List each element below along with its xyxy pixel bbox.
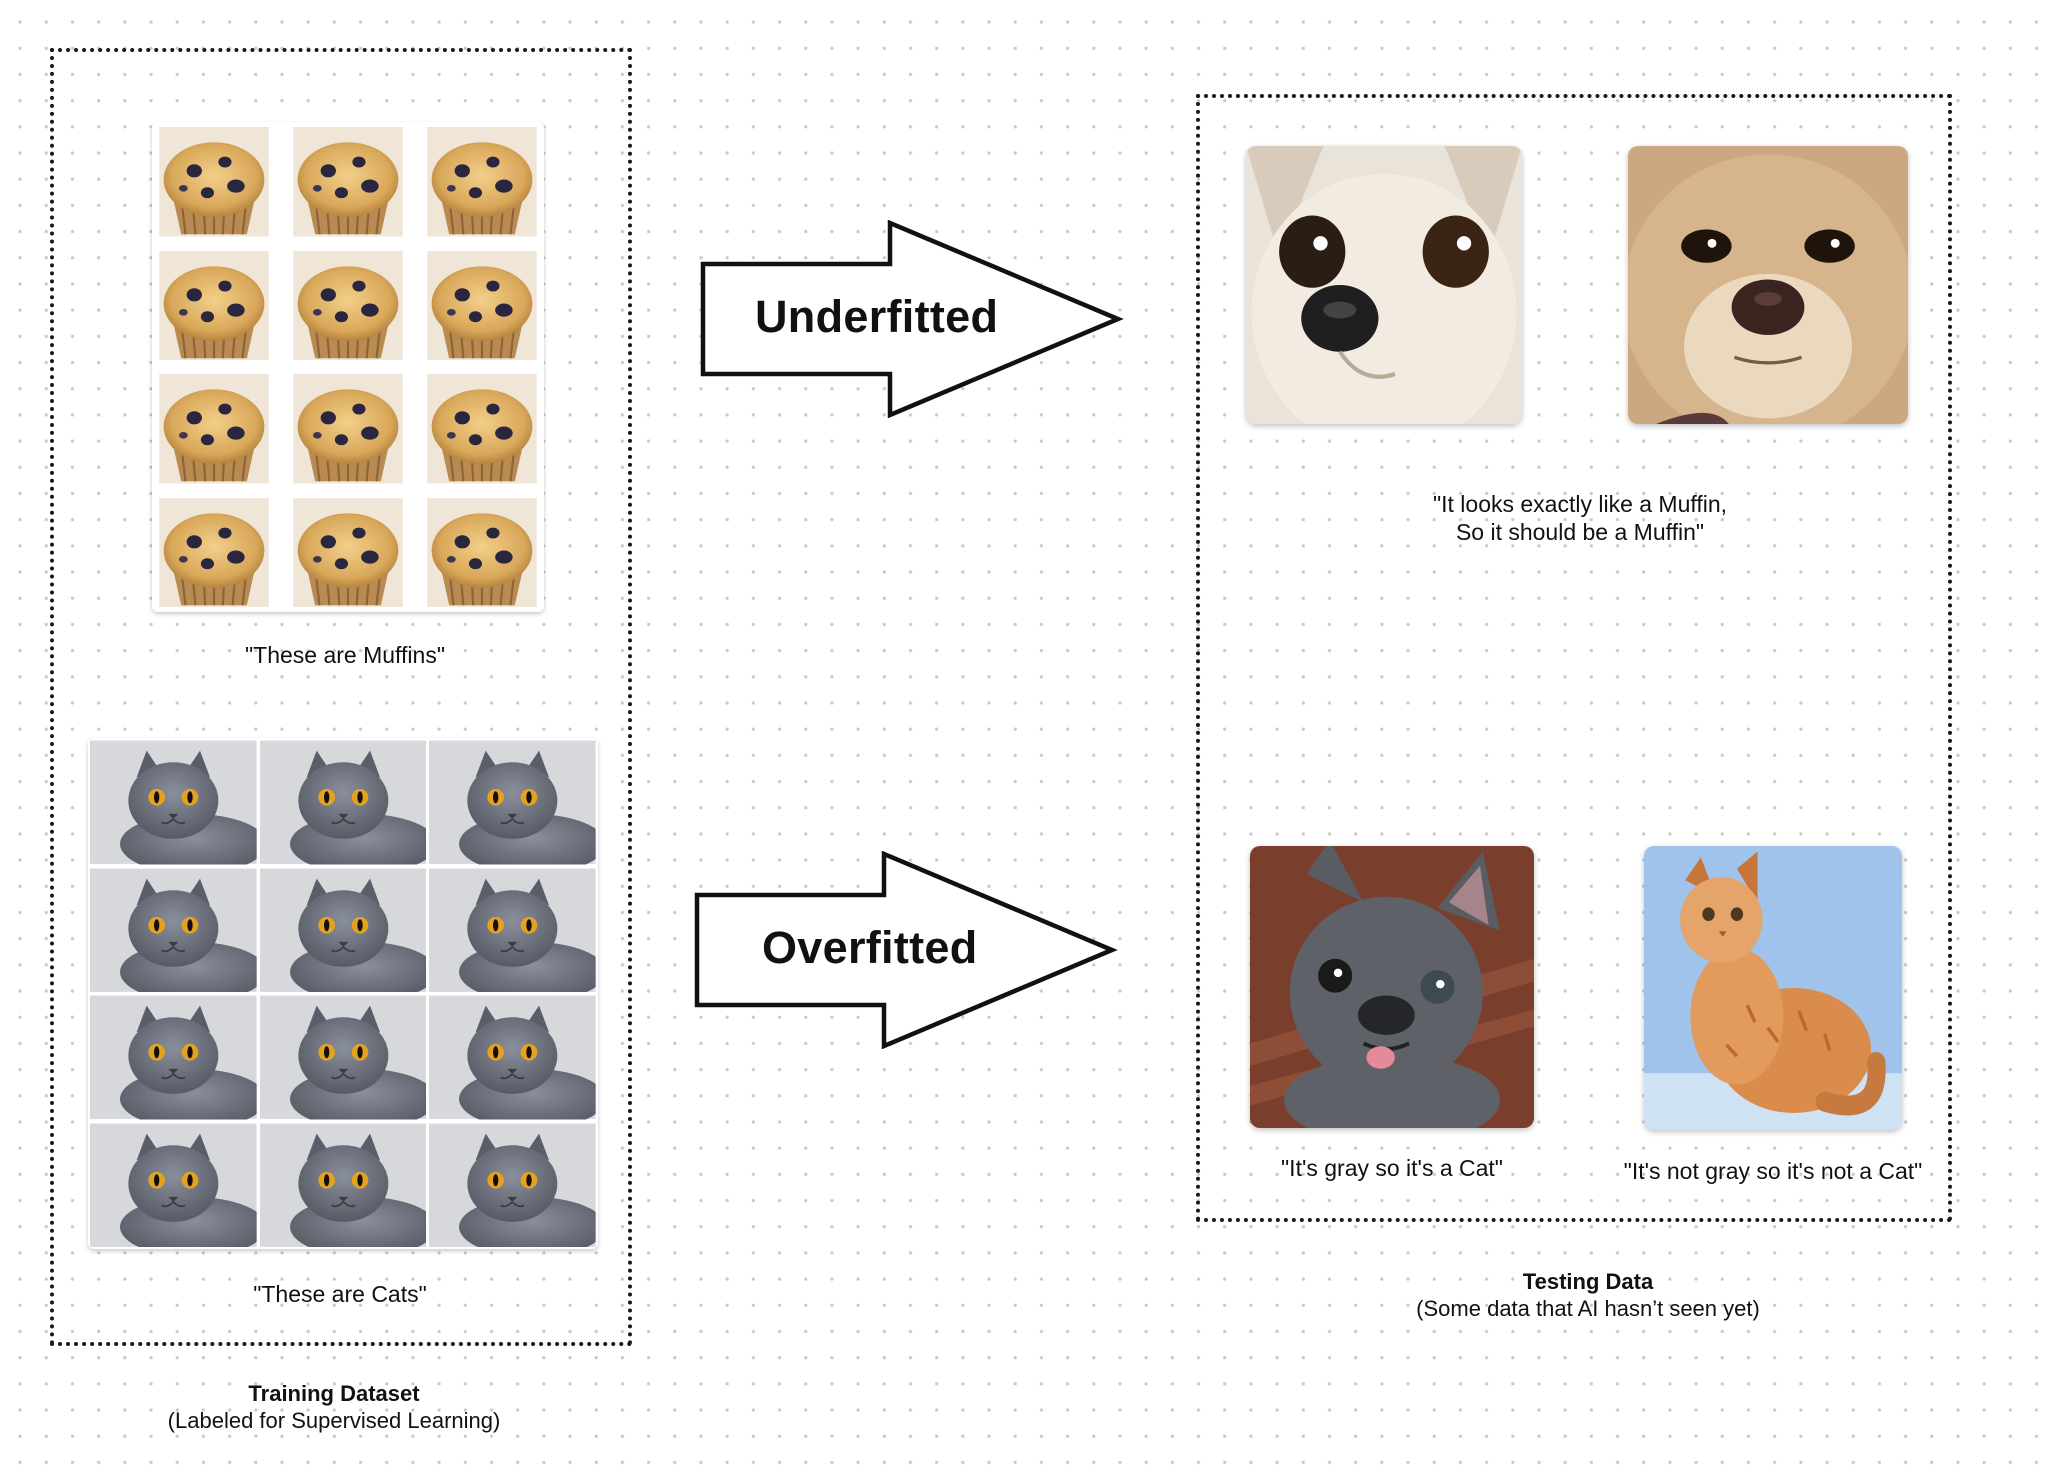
muffin-image [425, 127, 539, 237]
muffin-image [157, 251, 271, 361]
overfitted-label: Overfitted [762, 922, 978, 973]
muffin-image [157, 498, 271, 608]
training-dataset-frame [50, 48, 632, 1346]
muffin-image [425, 251, 539, 361]
chihuahua-caption-line2: So it should be a Muffin" [1455, 519, 1705, 545]
muffin-image-grid [152, 122, 544, 612]
muffin-image [291, 127, 405, 237]
chihuahua-caption: "It looks exactly like a Muffin, So it s… [1380, 490, 1780, 546]
muffin-image [157, 127, 271, 237]
gray-cat-image [90, 740, 257, 865]
muffin-image [157, 374, 271, 484]
training-subtitle: (Labeled for Supervised Learning) [167, 1408, 501, 1433]
muffin-image [291, 374, 405, 484]
muffin-image [425, 498, 539, 608]
cat-image-grid [88, 738, 598, 1249]
overfitted-arrow [694, 851, 1118, 1049]
chihuahua-caption-line1: "It looks exactly like a Muffin, [1432, 491, 1728, 517]
orange-cat-image [1644, 846, 1902, 1130]
testing-data-frame [1196, 94, 1952, 1222]
gray-cat-image [90, 1123, 257, 1248]
gray-cat-image [260, 995, 427, 1120]
underfitted-label: Underfitted [755, 291, 999, 342]
gray-cat-image [90, 995, 257, 1120]
gray-bulldog-image [1250, 846, 1534, 1128]
training-title: Training Dataset [248, 1381, 420, 1406]
gray-cat-image [429, 740, 596, 865]
gray-cat-image [260, 868, 427, 993]
muffin-image [291, 498, 405, 608]
testing-title: Testing Data [1522, 1269, 1654, 1294]
testing-subtitle: (Some data that AI hasn’t seen yet) [1416, 1296, 1760, 1321]
chihuahua-tan-image [1628, 146, 1908, 424]
muffin-image [291, 251, 405, 361]
gray-cat-image [260, 1123, 427, 1248]
testing-data-title: Testing Data (Some data that AI hasn’t s… [1388, 1268, 1788, 1322]
gray-cat-image [429, 868, 596, 993]
underfitted-arrow [700, 220, 1124, 418]
bulldog-caption: "It's gray so it's a Cat" [1281, 1155, 1503, 1181]
gray-cat-image [260, 740, 427, 865]
gray-cat-image [429, 995, 596, 1120]
muffins-caption: "These are Muffins" [245, 642, 445, 668]
orange-cat-caption: "It's not gray so it's not a Cat" [1623, 1158, 1923, 1184]
cats-caption: "These are Cats" [253, 1281, 427, 1307]
muffin-image [425, 374, 539, 484]
gray-cat-image [90, 868, 257, 993]
chihuahua-white-image [1246, 146, 1522, 424]
training-dataset-title: Training Dataset (Labeled for Supervised… [134, 1380, 534, 1434]
gray-cat-image [429, 1123, 596, 1248]
